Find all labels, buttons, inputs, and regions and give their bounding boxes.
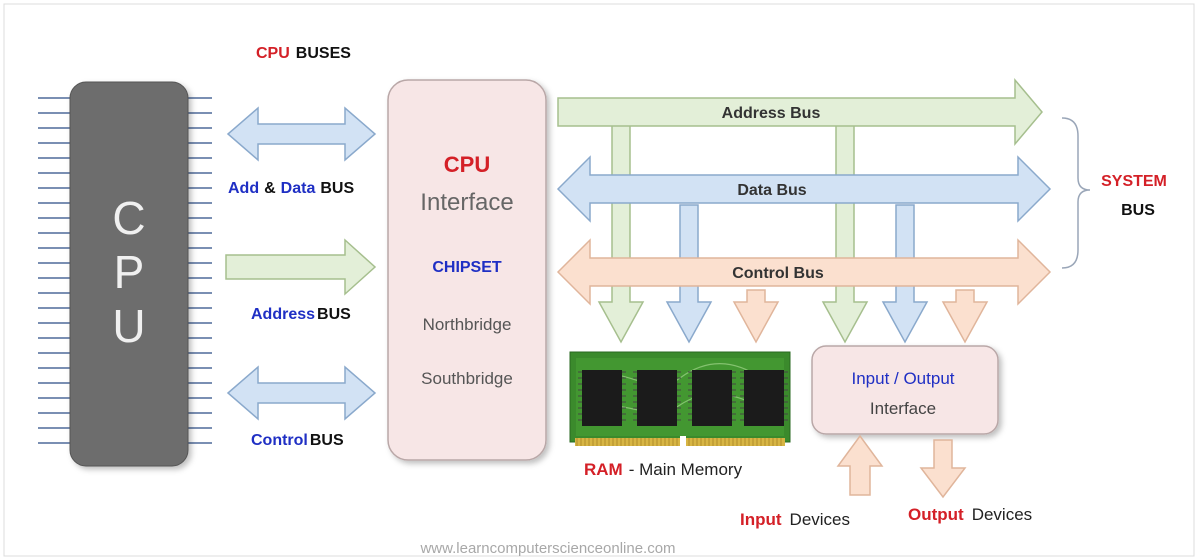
ram-label: RAM- Main Memory xyxy=(584,460,743,479)
northbridge-label: Northbridge xyxy=(423,315,512,334)
address-to-ram-arrow xyxy=(597,123,645,344)
control-to-io-arrow xyxy=(941,289,989,344)
chipset-label: CHIPSET xyxy=(432,259,502,276)
address-bus-text: Address Bus xyxy=(722,105,821,122)
cpu-chip xyxy=(69,81,189,467)
system-label: SYSTEM xyxy=(1101,173,1167,190)
system-bus-brace xyxy=(1061,117,1091,269)
control-to-ram-arrow xyxy=(732,289,780,344)
control-bus-arrow xyxy=(226,365,377,421)
data-bus-system-arrow xyxy=(556,155,1052,223)
output-devices-arrow xyxy=(919,439,967,499)
io-line2: Interface xyxy=(870,399,936,418)
control-bus-text: Control Bus xyxy=(732,265,824,282)
control-bus-system-arrow xyxy=(556,238,1052,306)
data-bus-text: Data Bus xyxy=(737,182,806,199)
ram-module-icon xyxy=(569,351,791,446)
interface-cpu-label: CPU xyxy=(444,152,490,177)
address-bus-system-arrow xyxy=(557,77,1043,147)
cpu-interface-box xyxy=(387,79,547,461)
cpu-letter-p: P xyxy=(114,246,145,298)
io-interface-box xyxy=(811,345,999,435)
cpu-letter-u: U xyxy=(112,300,145,352)
address-bus-arrow xyxy=(225,238,377,296)
cpu-letter-c: C xyxy=(112,192,145,244)
watermark: www.learncomputerscienceonline.com xyxy=(419,540,675,557)
system-bus-label: BUS xyxy=(1121,202,1155,219)
address-to-io-arrow xyxy=(821,123,869,344)
southbridge-label: Southbridge xyxy=(421,369,513,388)
io-line1: Input / Output xyxy=(851,369,954,388)
add-data-bus-arrow xyxy=(226,106,377,162)
interface-label: Interface xyxy=(420,189,513,216)
cpu-pins xyxy=(38,97,212,444)
input-devices-arrow xyxy=(836,434,884,496)
